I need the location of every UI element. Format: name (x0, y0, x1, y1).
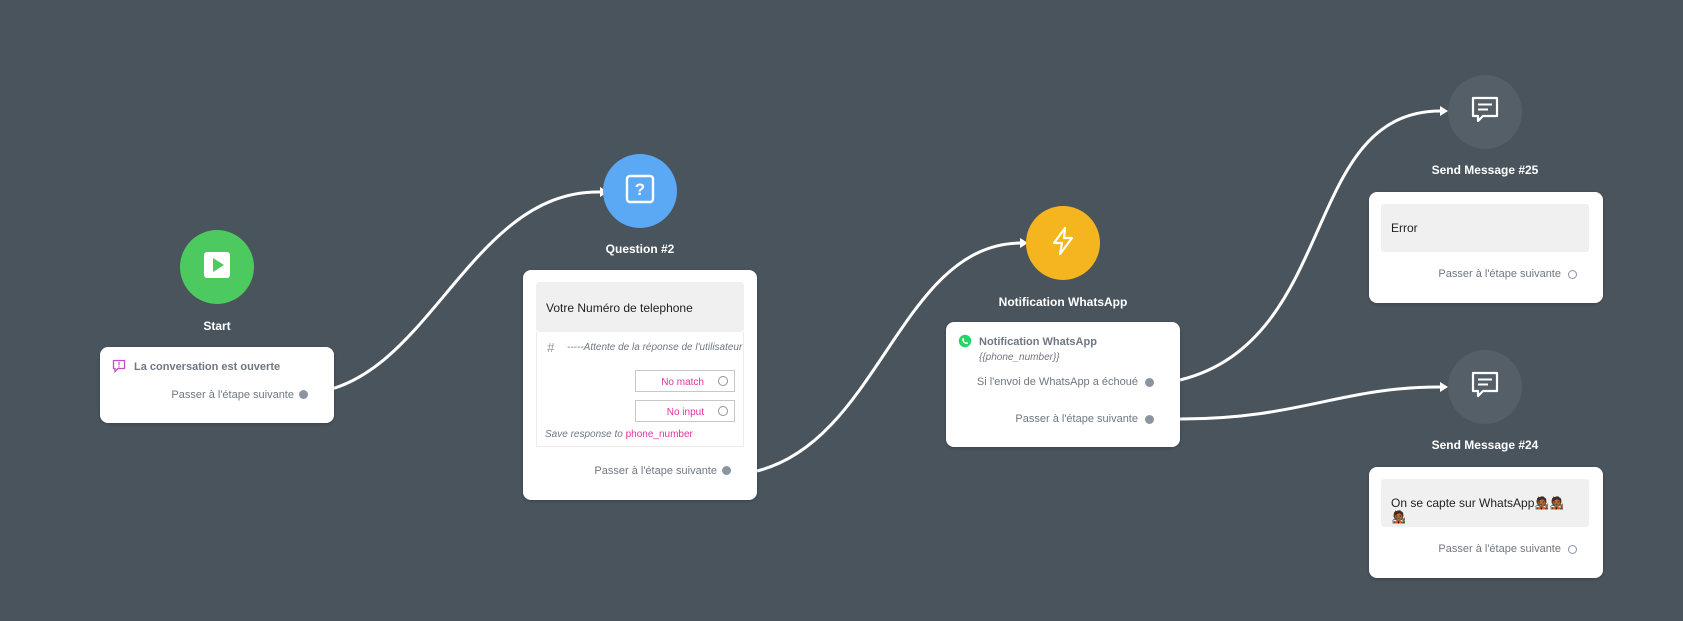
msg24-next-port[interactable] (1568, 545, 1577, 554)
arrowhead-whatsapp (1020, 238, 1028, 248)
question-node-title: Question #2 (605, 242, 675, 256)
message-icon (1470, 370, 1500, 405)
question-prompt-box[interactable]: Votre Numéro de telephone (536, 282, 744, 332)
edge-start-to-question[interactable] (311, 190, 601, 395)
msg25-node-title: Send Message #25 (1431, 163, 1539, 177)
whatsapp-next-label: Passer à l'étape suivante (1015, 413, 1138, 425)
whatsapp-next-port[interactable] (1145, 415, 1154, 424)
question-wait-label: -----Attente de la réponse de l'utilisat… (567, 342, 743, 353)
question-icon: ? (625, 174, 655, 209)
whatsapp-fail-label: Si l'envoi de WhatsApp a échoué (976, 376, 1138, 388)
play-icon (203, 251, 231, 284)
msg25-next-port[interactable] (1568, 270, 1577, 279)
whatsapp-action-label: Notification WhatsApp (979, 336, 1097, 348)
no-match-port[interactable] (718, 376, 728, 386)
question-prompt-text: Votre Numéro de telephone (546, 301, 693, 315)
no-input-port[interactable] (718, 406, 728, 416)
whatsapp-fail-port[interactable] (1145, 378, 1154, 387)
save-response-variable[interactable]: phone_number (625, 429, 693, 440)
question-card[interactable]: Votre Numéro de telephone # -----Attente… (523, 270, 757, 500)
save-response-label: Save response to phone_number (545, 429, 693, 440)
arrowhead-msg24 (1440, 382, 1448, 392)
save-response-prefix: Save response to (545, 429, 623, 440)
msg24-node-circle[interactable] (1448, 350, 1522, 424)
whatsapp-node-circle[interactable] (1026, 206, 1100, 280)
whatsapp-node-title: Notification WhatsApp (998, 295, 1128, 309)
svg-text:?: ? (635, 180, 645, 199)
start-card[interactable]: La conversation est ouverte Passer à l'é… (100, 347, 334, 423)
msg24-card[interactable]: On se capte sur WhatsApp🧑🏾‍🎤🧑🏾‍🎤🧑🏾‍🎤 Pas… (1369, 467, 1603, 578)
msg25-text: Error (1391, 221, 1418, 235)
msg25-card[interactable]: Error Passer à l'étape suivante (1369, 192, 1603, 303)
edge-question-to-whatsapp[interactable] (756, 241, 1021, 473)
msg25-next-label: Passer à l'étape suivante (1438, 268, 1561, 280)
start-trigger-label: La conversation est ouverte (134, 361, 281, 373)
question-node-circle[interactable]: ? (603, 154, 677, 228)
arrowhead-msg25 (1440, 106, 1448, 116)
question-next-port[interactable] (722, 466, 731, 475)
whatsapp-icon (958, 334, 972, 353)
no-match-label: No match (661, 377, 704, 388)
edge-whatsapp-next-to-msg24[interactable] (1179, 385, 1441, 421)
msg24-text: On se capte sur WhatsApp🧑🏾‍🎤🧑🏾‍🎤🧑🏾‍🎤 (1391, 496, 1565, 524)
msg24-text-box[interactable]: On se capte sur WhatsApp🧑🏾‍🎤🧑🏾‍🎤🧑🏾‍🎤 (1381, 479, 1589, 527)
start-next-label: Passer à l'étape suivante (171, 389, 294, 401)
question-capture-block: # -----Attente de la réponse de l'utilis… (536, 332, 744, 447)
msg25-node-circle[interactable] (1448, 75, 1522, 149)
start-next-port[interactable] (299, 390, 308, 399)
start-node-circle[interactable] (180, 230, 254, 304)
whatsapp-card[interactable]: Notification WhatsApp {{phone_number}} S… (946, 322, 1180, 447)
no-input-label: No input (666, 407, 704, 418)
edge-whatsapp-fail-to-msg25[interactable] (1179, 109, 1441, 382)
hash-icon: # (547, 340, 555, 355)
whatsapp-param: {{phone_number}} (979, 352, 1060, 363)
bolt-icon (1049, 226, 1077, 261)
msg24-next-label: Passer à l'étape suivante (1438, 543, 1561, 555)
start-node-title: Start (203, 319, 231, 333)
chat-alert-icon (112, 359, 126, 378)
message-icon (1470, 95, 1500, 130)
no-input-button[interactable]: No input (635, 400, 735, 422)
question-next-label: Passer à l'étape suivante (594, 465, 717, 477)
msg24-node-title: Send Message #24 (1431, 438, 1539, 452)
no-match-button[interactable]: No match (635, 370, 735, 392)
msg25-text-box[interactable]: Error (1381, 204, 1589, 252)
